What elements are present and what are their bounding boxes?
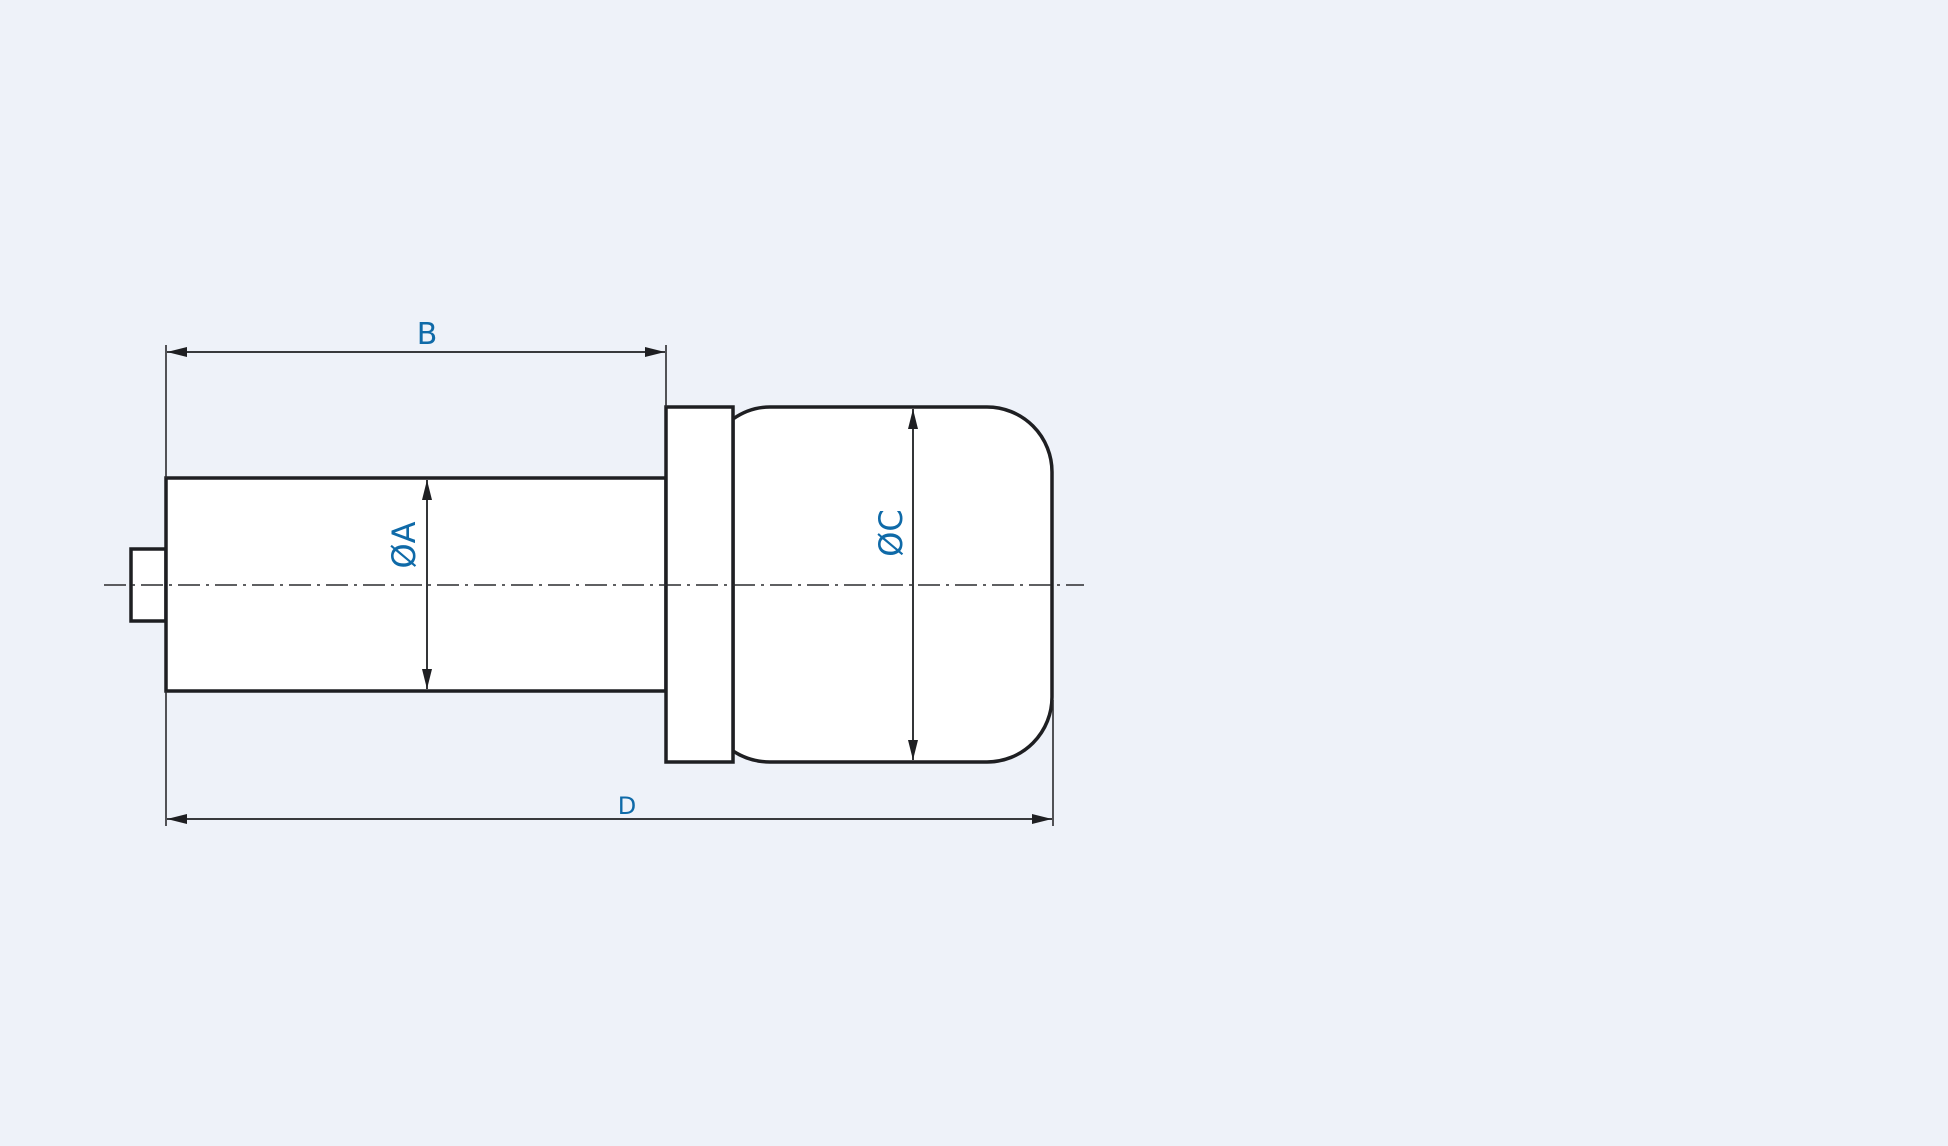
label-B: B: [417, 317, 438, 352]
part-outline: [129, 405, 1054, 764]
label-D: D: [618, 792, 636, 820]
label-C: ØC: [872, 509, 910, 557]
extension-lines: [165, 345, 1054, 826]
label-A: ØA: [385, 521, 423, 568]
dimension-lines: [167, 347, 1052, 824]
